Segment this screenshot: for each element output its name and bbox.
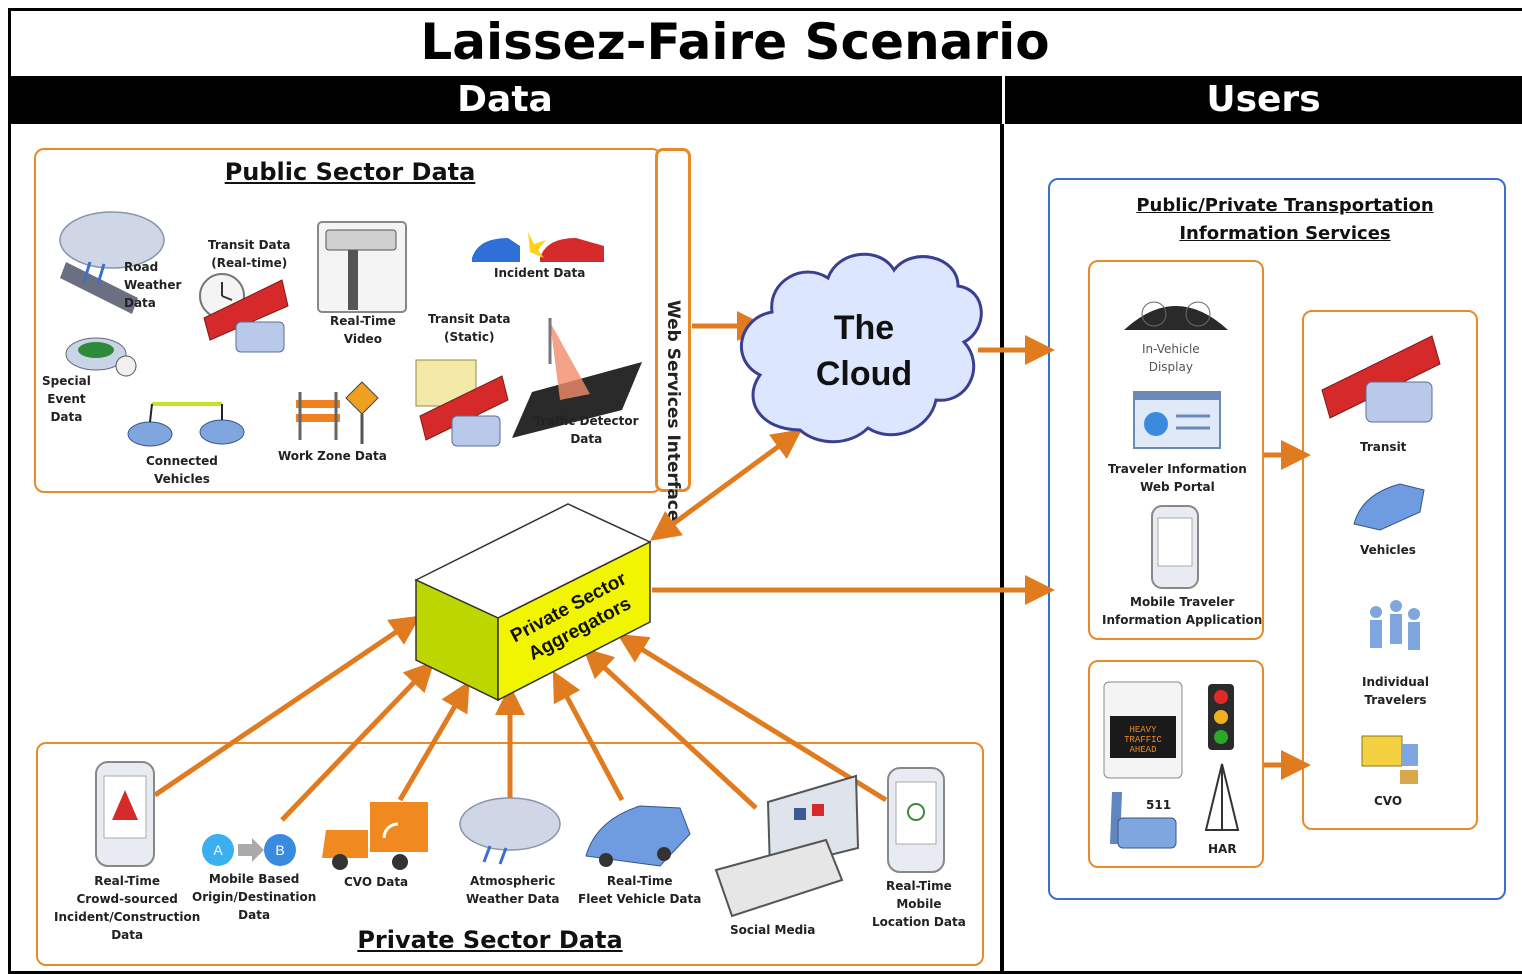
label-in-vehicle-display: In-Vehicle Display: [1142, 342, 1200, 374]
label-travelers: Individual Travelers: [1362, 675, 1429, 707]
flow-arrows: [153, 311, 1311, 822]
transit-static-icon: [415, 359, 509, 447]
har-tower-icon: [1204, 763, 1240, 831]
services-heading-line2: Information Services: [1179, 223, 1391, 244]
mobile-app-icon: [1151, 505, 1199, 589]
arrow-crowd: [153, 615, 421, 798]
private-sector-heading: Private Sector Data: [357, 926, 623, 954]
cloud-label-line2: Cloud: [816, 355, 912, 393]
arrow-cloud-aggregators: [649, 429, 803, 541]
roadside-services-box: [1088, 660, 1264, 868]
label-cvo-data: CVO Data: [344, 875, 409, 889]
incident-icon: [472, 232, 604, 262]
od-badge-a: A: [213, 842, 223, 858]
label-mobile-app: Mobile Traveler Information Application: [1102, 595, 1263, 627]
label-vehicles: Vehicles: [1360, 543, 1416, 557]
user-groups-box: [1302, 310, 1478, 830]
label-work-zone: Work Zone Data: [278, 449, 387, 463]
transit-user-icon: [1321, 335, 1441, 423]
section-divider: [1000, 124, 1004, 974]
cloud-label-line1: The: [834, 309, 894, 347]
label-transit: Transit: [1360, 440, 1407, 454]
data-header: Data: [8, 76, 1002, 124]
dms-sign-text-3: AHEAD: [1129, 745, 1156, 755]
traffic-detector-icon: [512, 318, 642, 438]
arrow-cvo: [397, 681, 470, 802]
crowd-phone-icon: [95, 761, 155, 867]
connected-vehicles-icon: [127, 402, 245, 447]
label-road-weather: Road Weather Data: [124, 260, 182, 310]
web-portal-icon: [1133, 391, 1221, 449]
transit-realtime-icon: [199, 273, 289, 353]
label-har: HAR: [1208, 842, 1237, 856]
diagram-title: Laissez-Faire Scenario: [420, 13, 1050, 71]
users-header: Users: [1005, 76, 1522, 124]
atmospheric-weather-icon: [459, 797, 561, 865]
label-od: Mobile Based Origin/Destination Data: [192, 872, 317, 922]
cvo-truck-icon: [322, 802, 428, 870]
label-connected-vehicles: Connected Vehicles: [146, 454, 218, 486]
label-transit-realtime: Transit Data (Real-time): [208, 238, 291, 270]
social-media-icon: [714, 774, 860, 918]
label-transit-static: Transit Data (Static): [428, 312, 511, 344]
arrow-od: [280, 661, 435, 822]
phone-511-icon: [1110, 792, 1177, 849]
dms-sign-text: HEAVY: [1129, 725, 1157, 735]
travelers-user-icon: [1370, 600, 1420, 650]
arrow-fleet: [552, 670, 625, 802]
label-realtime-video: Real-Time Video: [330, 314, 396, 346]
work-zone-icon: [296, 381, 379, 444]
dms-sign-text-2: TRAFFIC: [1124, 735, 1162, 745]
vehicles-user-icon: [1353, 483, 1425, 531]
fleet-vehicle-icon: [585, 805, 691, 867]
cloud-shape: The Cloud: [740, 252, 983, 444]
arrow-mobile-loc: [617, 634, 888, 803]
dms-sign-icon: HEAVY TRAFFIC AHEAD: [1103, 681, 1183, 779]
arrow-social: [582, 647, 758, 810]
od-icon: A B: [202, 834, 296, 866]
mobile-location-phone-icon: [887, 767, 945, 873]
label-social-media: Social Media: [730, 923, 816, 937]
label-mobile-location: Real-Time Mobile Location Data: [872, 879, 966, 929]
cvo-user-icon: [1361, 735, 1418, 784]
label-special-event: Special Event Data: [42, 374, 91, 424]
label-511: 511: [1146, 798, 1172, 812]
special-event-icon: [65, 337, 137, 377]
label-incident: Incident Data: [494, 266, 586, 280]
traffic-light-icon: [1208, 684, 1234, 750]
label-traffic-detector: Traffic Detector Data: [534, 414, 639, 446]
od-badge-b: B: [275, 842, 284, 858]
services-box: [1048, 178, 1506, 900]
label-cvo-user: CVO: [1374, 794, 1403, 808]
in-vehicle-display-icon: [1124, 301, 1228, 330]
realtime-video-icon: [317, 221, 407, 313]
road-weather-icon: [59, 211, 165, 314]
public-sector-heading: Public Sector Data: [224, 158, 476, 186]
label-crowd: Real-Time Crowd-sourced Incident/Constru…: [54, 874, 201, 942]
services-heading-line1: Public/Private Transportation: [1136, 195, 1434, 216]
aggregators-box: Private Sector Aggregators: [414, 503, 652, 702]
label-web-portal: Traveler Information Web Portal: [1108, 462, 1247, 494]
info-services-box: [1088, 260, 1264, 640]
label-atmospheric-weather: Atmospheric Weather Data: [466, 874, 560, 906]
label-fleet: Real-Time Fleet Vehicle Data: [578, 874, 702, 906]
